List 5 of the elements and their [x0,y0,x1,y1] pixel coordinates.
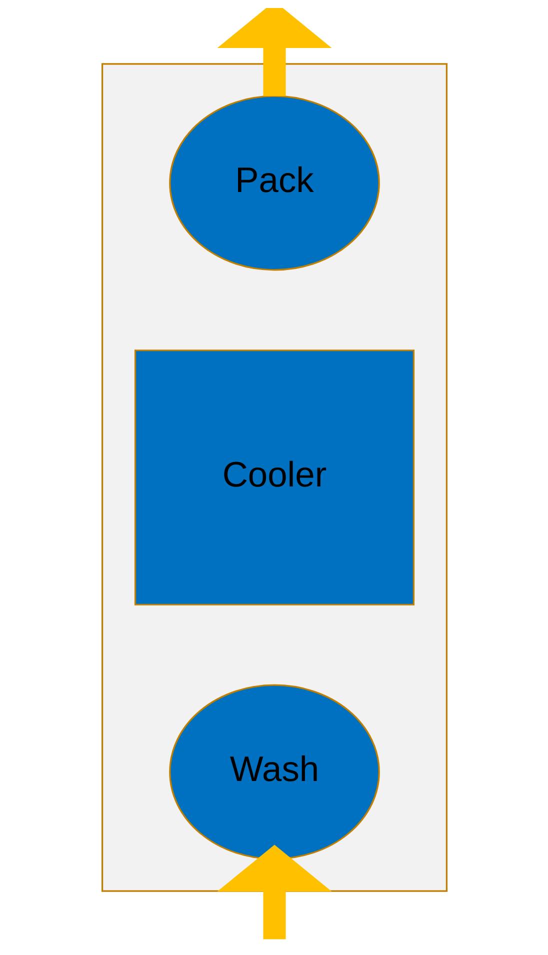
node-ellipse: Pack [168,95,380,271]
node-ellipse: Wash [168,684,380,860]
node-box: Cooler [134,350,414,606]
arrow [216,844,332,940]
arrow [216,8,332,96]
